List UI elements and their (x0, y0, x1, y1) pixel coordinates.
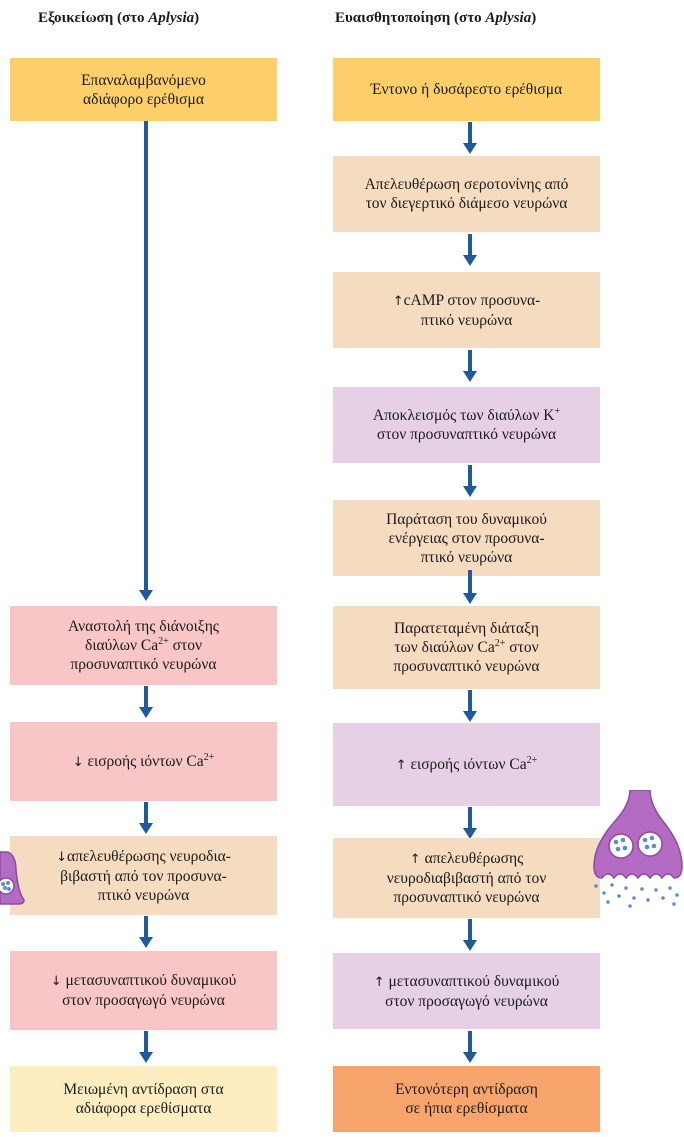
right-transmitter-release-box: ↑ απελευθέρωσης νευροδιαβιβαστή από τον … (333, 838, 600, 918)
presynaptic-terminal-left-icon (0, 851, 25, 905)
right-k-block-box: Αποκλεισμός των διαύλων K+ στον προσυναπ… (333, 387, 600, 463)
right-ca-channel-open-box: Παρατεταμένη διάταξη των διαύλων Ca2+ στ… (333, 606, 600, 689)
sensitization-heading: Ευαισθητοποίηση (στο Aplysia) (335, 10, 537, 26)
right-arrow-6 (463, 690, 477, 722)
habituation-heading: Εξοικείωση (στο Aplysia) (38, 10, 200, 26)
right-stimulus-box: Έντονο ή δυσάρεστο ερέθισμα (333, 58, 600, 121)
left-long-arrow (139, 121, 153, 601)
right-ca-influx-box: ↑ εισροής ιόντων Ca2+ (333, 723, 600, 806)
left-arrow-4 (139, 916, 153, 948)
left-arrow-5 (139, 1031, 153, 1063)
right-arrow-9 (463, 1031, 477, 1063)
left-stimulus-box: Επαναλαμβανόμενο αδιάφορο ερέθισμα (10, 58, 277, 121)
right-arrow-3 (463, 350, 477, 382)
right-outcome-box: Εντονότερη αντίδραση σε ήπια ερεθίσματα (333, 1066, 600, 1132)
right-arrow-5 (463, 570, 477, 604)
right-camp-box: ↑cAMP στον προσυνα- πτικό νευρώνα (333, 272, 600, 348)
right-arrow-8 (463, 919, 477, 951)
right-arrow-7 (463, 807, 477, 839)
right-arrow-2 (463, 234, 477, 266)
right-postsynaptic-box: ↑ μετασυναπτικού δυναμικού στον προσαγωγ… (333, 953, 600, 1029)
left-arrow-2 (139, 686, 153, 718)
left-ca-channel-block-box: Αναστολή της διάνοιξης διαύλων Ca2+ στον… (10, 606, 277, 685)
right-arrow-1 (463, 122, 477, 154)
left-ca-influx-box: ↓ εισροής ιόντων Ca2+ (10, 722, 277, 801)
left-outcome-box: Μειωμένη αντίδραση στα αδιάφορα ερεθίσμα… (10, 1066, 277, 1132)
right-ap-prolong-box: Παράταση του δυναμικού ενέργειας στον πρ… (333, 500, 600, 576)
presynaptic-terminal-right-icon (593, 790, 683, 908)
left-postsynaptic-box: ↓ μετασυναπτικού δυναμικού στον προσαγωγ… (10, 951, 277, 1030)
right-serotonin-box: Απελευθέρωση σεροτονίνης από τον διεγερτ… (333, 156, 600, 232)
right-arrow-4 (463, 465, 477, 497)
left-transmitter-release-box: ↓απελευθέρωσης νευροδια- βιβαστή από τον… (10, 836, 277, 915)
left-arrow-3 (139, 802, 153, 834)
